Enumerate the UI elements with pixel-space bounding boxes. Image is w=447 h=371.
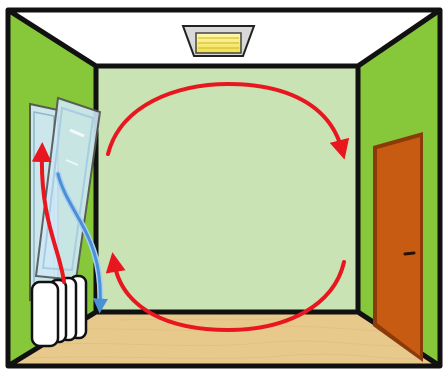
ceiling-light-icon [181, 25, 256, 57]
room-edges [5, 7, 443, 369]
back-wall [96, 66, 358, 312]
cool-airflow-arrow [55, 171, 108, 314]
floor-grain [29, 317, 431, 360]
warm-airflow-arrows [31, 81, 350, 333]
radiator-icon [30, 274, 88, 348]
door-icon [373, 132, 423, 362]
floor [8, 312, 440, 366]
